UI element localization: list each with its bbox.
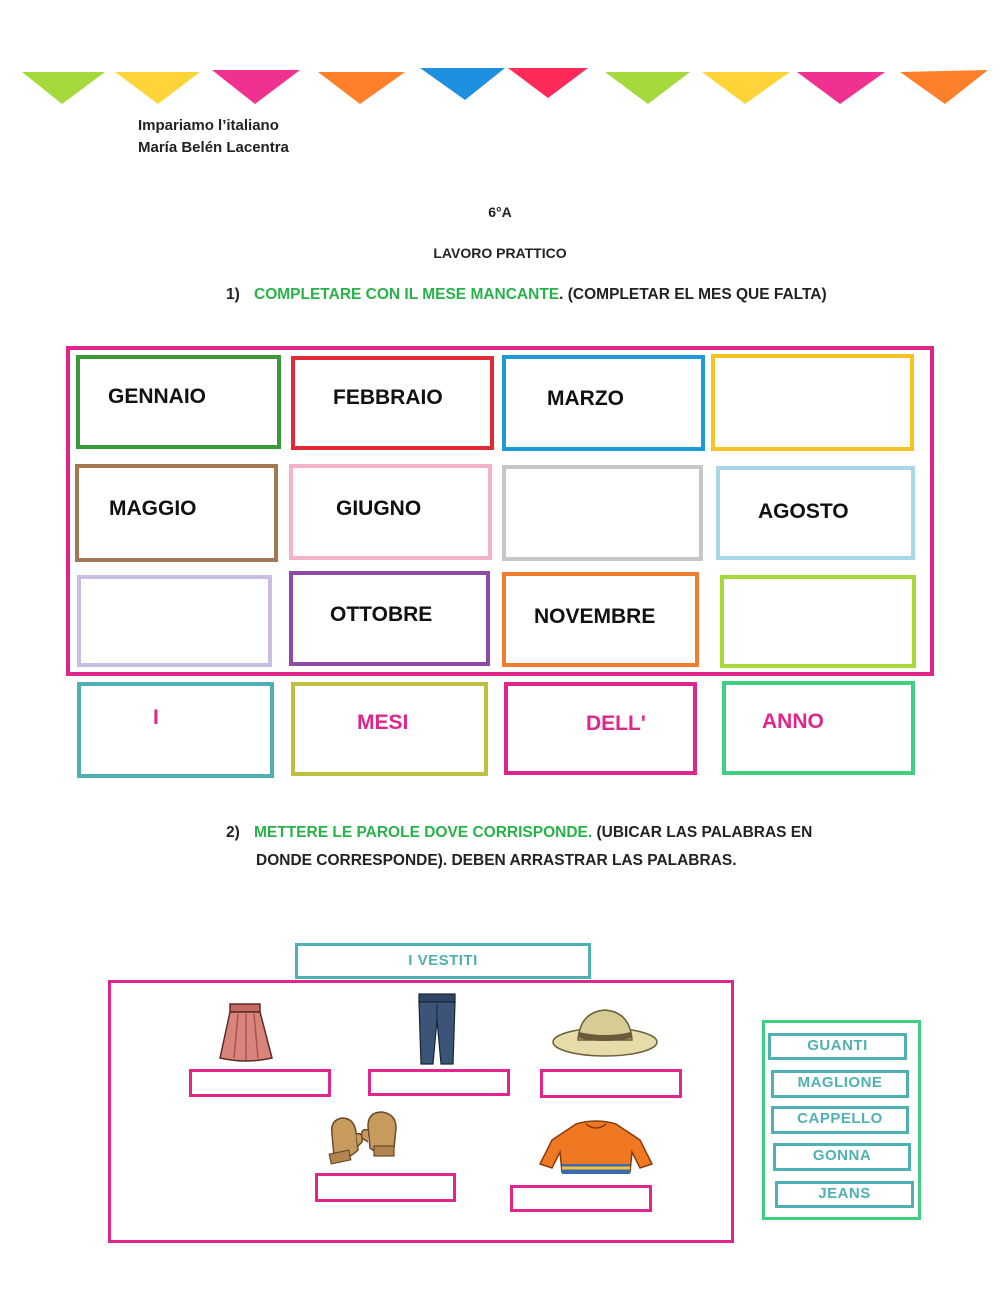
clothes-drop-box[interactable] <box>540 1069 682 1098</box>
month-label: NOVEMBRE <box>534 605 656 628</box>
month-label: GIUGNO <box>336 497 422 520</box>
title-word-box[interactable]: DELL' <box>504 682 697 775</box>
month-label: FEBBRAIO <box>333 386 443 409</box>
month-label: MARZO <box>547 387 624 410</box>
month-cell-8[interactable]: AGOSTO <box>716 466 915 560</box>
bunting-flag <box>702 72 790 104</box>
word-guanti[interactable]: GUANTI <box>768 1033 907 1060</box>
question-translation: (UBICAR LAS PALABRAS EN <box>592 824 813 841</box>
clothes-frame <box>108 980 734 1243</box>
title-word-box[interactable]: ANNO <box>722 681 915 775</box>
worksheet-subtitle: LAVORO PRATTICO <box>433 245 567 261</box>
month-cell-3[interactable]: MARZO <box>502 355 705 451</box>
question-translation: . (COMPLETAR EL MES QUE FALTA) <box>559 286 827 303</box>
bunting-flag <box>797 72 885 104</box>
title-word: ANNO <box>762 710 824 733</box>
title-word: DELL' <box>586 712 646 735</box>
clothes-drop-box[interactable] <box>368 1069 510 1096</box>
bunting-flag <box>212 70 300 104</box>
title-word-box[interactable]: MESI <box>291 682 488 776</box>
question-2: 2) METTERE LE PAROLE DOVE CORRISPONDE. (U… <box>226 819 812 875</box>
word-jeans[interactable]: JEANS <box>775 1181 914 1208</box>
sweater-icon <box>538 1120 654 1174</box>
month-label: GENNAIO <box>108 385 207 408</box>
question-instruction: METTERE LE PAROLE DOVE CORRISPONDE. <box>254 824 593 841</box>
month-cell-7-empty[interactable] <box>502 465 703 561</box>
word-label: GUANTI <box>807 1037 868 1054</box>
gloves-icon <box>328 1111 397 1165</box>
skirt-icon <box>219 1003 273 1062</box>
clothes-drop-box[interactable] <box>510 1185 652 1212</box>
word-maglione[interactable]: MAGLIONE <box>771 1070 909 1098</box>
bunting-flag <box>900 70 988 104</box>
question-translation-cont: DONDE CORRESPONDE). DEBEN ARRASTRAR LAS … <box>256 852 737 869</box>
hat-icon <box>552 1009 658 1057</box>
class-label: 6°A <box>488 204 512 220</box>
month-cell-6[interactable]: GIUGNO <box>289 464 492 560</box>
title-word: MESI <box>357 711 409 734</box>
jeans-icon <box>418 993 456 1065</box>
month-cell-4-empty[interactable] <box>711 354 914 451</box>
clothes-drop-box[interactable] <box>189 1069 331 1097</box>
question-number: 1) <box>226 286 240 303</box>
month-cell-9-empty[interactable] <box>77 575 272 667</box>
bunting-flag <box>318 72 405 104</box>
month-label: AGOSTO <box>758 500 849 523</box>
month-label: MAGGIO <box>109 497 197 520</box>
bunting-flag <box>508 68 588 98</box>
word-bank <box>762 1020 921 1220</box>
question-1: 1) COMPLETARE CON IL MESE MANCANTE. (COMP… <box>226 286 827 304</box>
bunting-decoration <box>22 68 988 104</box>
teacher-name: María Belén Lacentra <box>138 139 289 156</box>
month-cell-5[interactable]: MAGGIO <box>75 464 278 562</box>
month-cell-1[interactable]: GENNAIO <box>76 355 281 449</box>
word-label: MAGLIONE <box>797 1074 883 1091</box>
month-cell-10[interactable]: OTTOBRE <box>289 571 490 666</box>
course-title: Impariamo l’italiano <box>138 117 279 134</box>
question-instruction: COMPLETARE CON IL MESE MANCANTE <box>254 286 560 303</box>
bunting-flag <box>22 72 105 104</box>
word-label: JEANS <box>818 1185 871 1202</box>
word-gonna[interactable]: GONNA <box>773 1143 911 1171</box>
clothes-title-box: I VESTITI <box>295 943 591 979</box>
months-frame <box>66 346 934 676</box>
month-label: OTTOBRE <box>330 603 433 626</box>
title-word: I <box>153 706 159 729</box>
bunting-flag <box>605 72 690 104</box>
question-number: 2) <box>226 824 240 841</box>
month-cell-2[interactable]: FEBBRAIO <box>291 356 494 450</box>
clothes-title: I VESTITI <box>408 952 478 969</box>
word-cappello[interactable]: CAPPELLO <box>771 1106 909 1134</box>
word-label: GONNA <box>812 1147 872 1164</box>
bunting-flag <box>115 72 200 104</box>
title-word-box[interactable]: I <box>77 682 274 778</box>
month-cell-12-empty[interactable] <box>720 575 916 668</box>
month-cell-11[interactable]: NOVEMBRE <box>502 572 699 667</box>
clothes-drop-box[interactable] <box>315 1173 456 1202</box>
word-label: CAPPELLO <box>797 1110 883 1127</box>
bunting-flag <box>420 68 505 100</box>
